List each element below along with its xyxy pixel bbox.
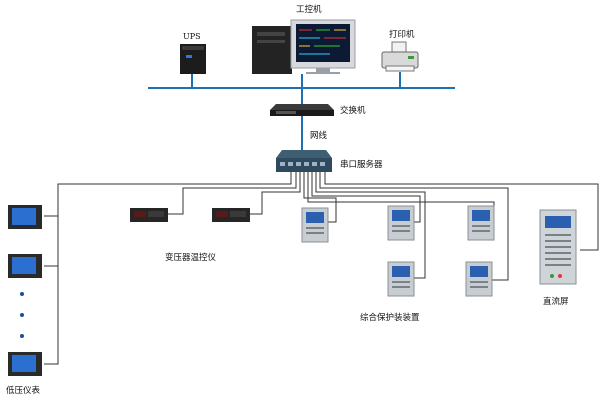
ethernet-bus — [148, 72, 455, 150]
ups-label: UPS — [183, 32, 201, 41]
protection-relay-icon — [387, 205, 415, 241]
switch-label: 交换机 — [340, 106, 366, 116]
ipc-label: 工控机 — [296, 5, 322, 15]
multifunction-meter-icon — [8, 254, 42, 278]
protection-relay-icon — [465, 261, 493, 297]
panel-meter-icon — [130, 208, 168, 222]
low-voltage-meters-label: 低压仪表 — [6, 386, 41, 396]
network-cable-label: 网线 — [310, 131, 328, 141]
protection-relay-icon — [467, 205, 495, 241]
ellipsis-dots — [20, 292, 24, 338]
printer-label: 打印机 — [389, 30, 415, 40]
transformer-monitor-label: 变压器温控仪 — [165, 253, 217, 263]
ups-box-icon — [180, 44, 206, 74]
serial-device-server-icon — [276, 150, 332, 172]
panel-meter-icon — [212, 208, 250, 222]
multifunction-meter-icon — [8, 352, 42, 376]
network-switch-icon — [270, 104, 334, 116]
dc-cabinet-icon — [539, 209, 577, 285]
desktop-computer-icon — [252, 19, 356, 74]
serial-wiring — [44, 172, 599, 365]
protection-relay-icon — [387, 261, 415, 297]
multifunction-meter-icon — [8, 205, 42, 229]
printer-icon — [381, 41, 419, 72]
dc-panel-label: 直流屏 — [543, 297, 569, 307]
protection-relay-icon — [301, 207, 329, 243]
protection-devices-label: 综合保护装装置 — [360, 313, 420, 323]
serial-server-label: 串口服务器 — [340, 160, 383, 170]
